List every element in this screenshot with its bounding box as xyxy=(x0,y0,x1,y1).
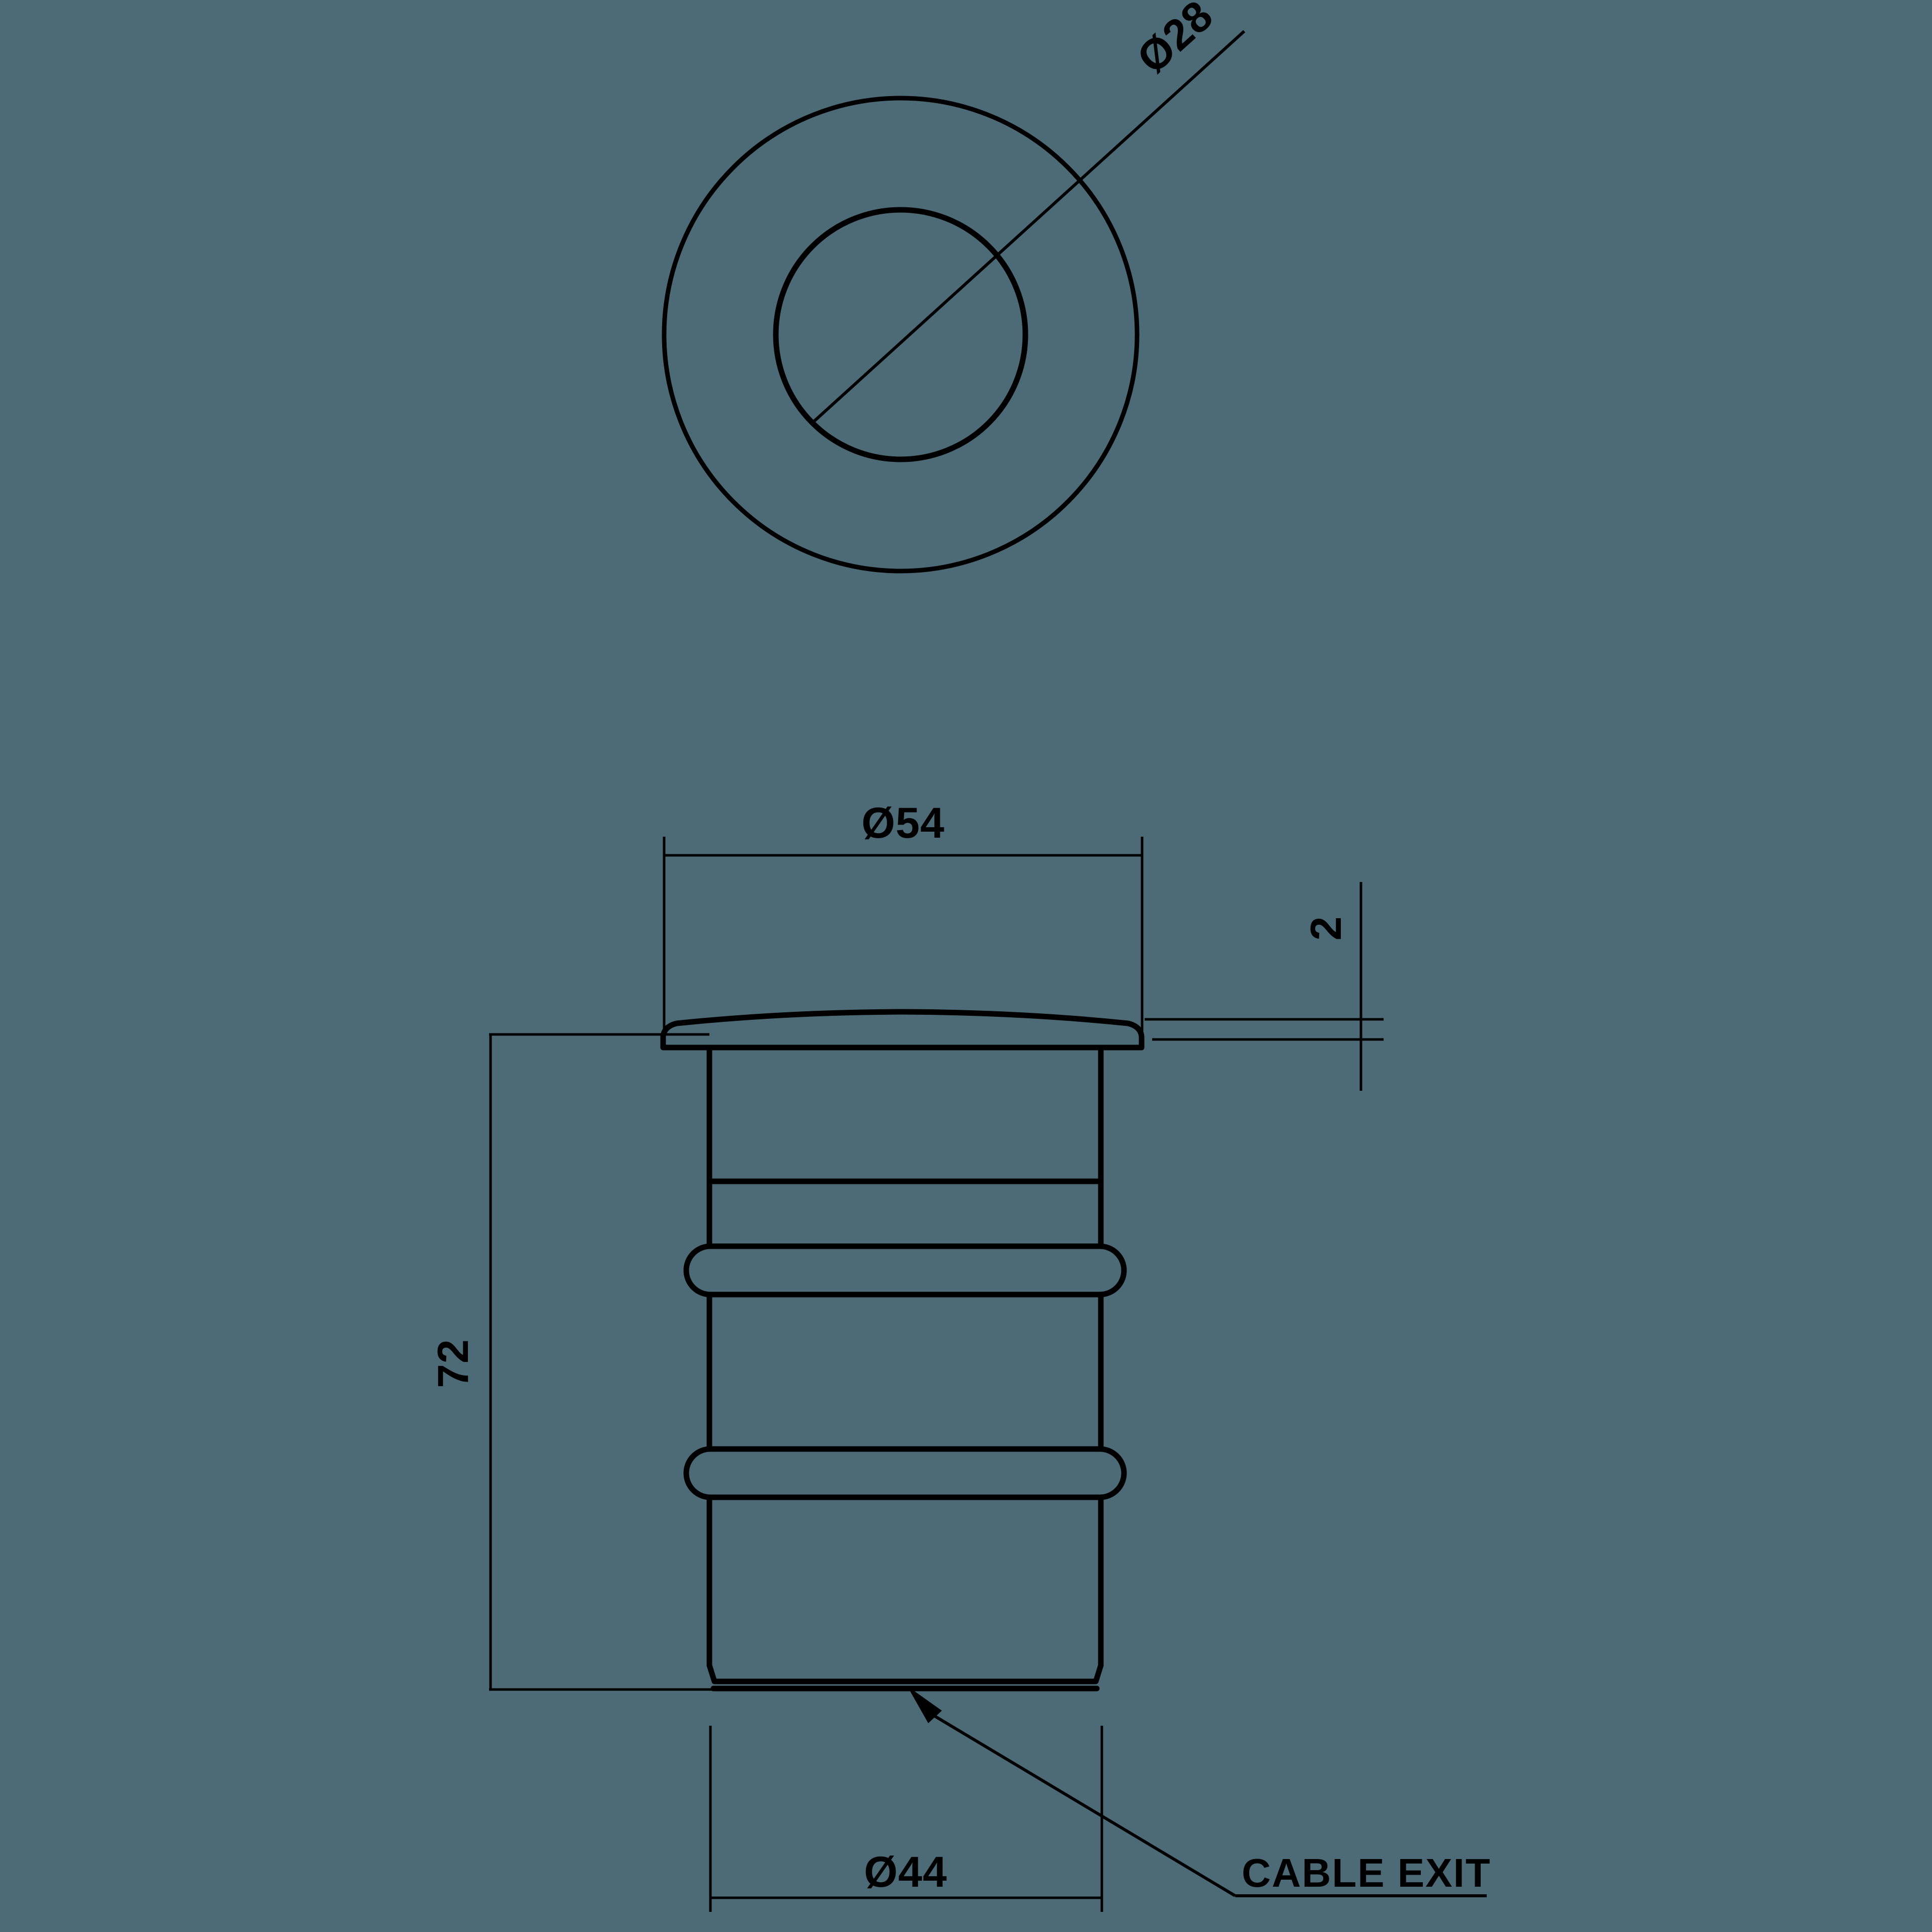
top-view-inner-circle xyxy=(773,207,1028,462)
dia54-text: Ø54 xyxy=(861,799,945,847)
top-view-group xyxy=(662,30,1246,574)
dia28-text: Ø28 xyxy=(1128,0,1222,83)
cable-exit-leader-group: CABLE EXIT xyxy=(907,1686,1491,1897)
thickness2-dimension-group: 2 xyxy=(1145,882,1384,1091)
cable-exit-leader-line xyxy=(931,1713,1236,1897)
retention-band-lower xyxy=(683,1446,1127,1500)
dia28-dimension-label: Ø28 xyxy=(1128,0,1222,83)
cable-exit-label: CABLE EXIT xyxy=(1242,1850,1491,1895)
retention-band-upper xyxy=(683,1243,1127,1298)
dia44-dimension-group: Ø44 xyxy=(709,1726,1103,1912)
dia54-dimension-group: Ø54 xyxy=(663,799,1144,1031)
body-base-chamfer xyxy=(706,1662,1104,1684)
dia44-text: Ø44 xyxy=(864,1848,947,1896)
thk2-label-group: 2 xyxy=(1302,916,1350,941)
len72-text: 72 xyxy=(429,1339,477,1388)
thk2-text: 2 xyxy=(1302,916,1350,941)
flange-profile xyxy=(660,1009,1145,1051)
length72-dimension-group: 72 xyxy=(429,1033,714,1691)
len72-label-group: 72 xyxy=(429,1339,477,1388)
side-view-group xyxy=(660,1009,1145,1692)
top-view-outer-circle xyxy=(662,96,1140,574)
dia28-leader-line xyxy=(811,30,1246,424)
